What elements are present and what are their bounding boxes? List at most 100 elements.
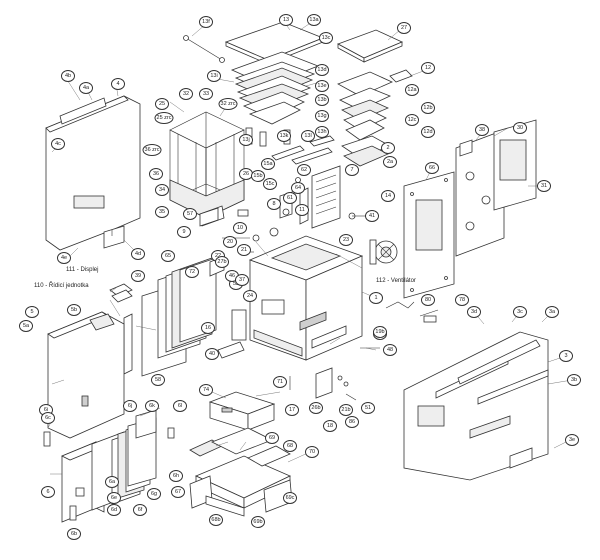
part-label-text: 13h [315, 126, 329, 138]
part-label-text: 23 [339, 234, 353, 246]
part-label-text: 68 [283, 440, 297, 452]
part-label-98: 6e [107, 492, 121, 504]
part-label-text: 64 [291, 182, 305, 194]
part-label-24: 38 [475, 124, 489, 136]
part-label-text: 68b [209, 514, 223, 526]
part-label-text: 6h [169, 470, 183, 482]
part-label-83: 19b [373, 326, 387, 338]
left-panel-4 [45, 95, 141, 251]
part-label-101: 6h [169, 470, 183, 482]
part-label-51: 11 [295, 204, 309, 216]
part-label-text: 7 [345, 164, 359, 176]
part-label-102: 6 [41, 486, 55, 498]
part-label-text: 6j [123, 400, 137, 412]
part-label-19: 2 [381, 142, 395, 154]
part-label-73: 78 [455, 294, 469, 306]
part-label-text: 58 [151, 374, 165, 386]
part-label-95: 6k [145, 400, 159, 412]
part-label-text: 66 [425, 162, 439, 174]
part-label-9: 12d [421, 126, 435, 138]
fan-112 [369, 239, 398, 265]
part-label-84: 48 [383, 344, 397, 356]
part-label-82: 5a [19, 320, 33, 332]
part-label-text: 51 [361, 402, 375, 414]
part-label-28: 4a [79, 82, 93, 94]
part-label-105: 6c [41, 412, 55, 424]
part-label-text: 37 [235, 274, 249, 286]
part-label-text: 6k [145, 400, 159, 412]
part-label-text: 19b [373, 326, 387, 338]
part-label-text: 6a [105, 476, 119, 488]
part-label-99: 6f [133, 504, 147, 516]
part-label-14: 13h [315, 126, 329, 138]
part-label-85: 71 [273, 376, 287, 388]
part-label-104: 6d [107, 504, 121, 516]
part-label-69: 16 [201, 322, 215, 334]
part-label-45: 15c [263, 178, 277, 190]
part-label-text: 41 [365, 210, 379, 222]
main-body [248, 235, 364, 361]
part-label-94: 6j [123, 400, 137, 412]
part-label-0: 13f [199, 16, 213, 28]
part-label-text: 8 [267, 198, 281, 210]
part-label-81: 5b [67, 304, 81, 316]
part-label-53: 9 [177, 226, 191, 238]
part-label-41: 34 [155, 184, 169, 196]
part-label-3: 13c [319, 32, 333, 44]
part-label-96: 6l [173, 400, 187, 412]
part-label-42: 35 [155, 206, 169, 218]
side-panel-66 [403, 171, 455, 299]
part-label-74: 3d [467, 306, 481, 318]
part-label-text: 32 zrc [218, 98, 238, 110]
part-label-text: 13g [315, 110, 329, 122]
part-label-49: 8 [267, 198, 281, 210]
part-label-59: 23 [339, 234, 353, 246]
part-label-text: 5a [19, 320, 33, 332]
part-label-text: 80 [421, 294, 435, 306]
part-label-70: 40 [205, 348, 219, 360]
part-label-text: 6d [107, 504, 121, 516]
part-label-text: 13d [315, 64, 329, 76]
part-label-63: 27b [215, 256, 229, 268]
part-label-text: 6l [173, 400, 187, 412]
part-label-text: 12a [405, 84, 419, 96]
part-label-text: 61 [283, 192, 297, 204]
part-label-44: 15a [261, 158, 275, 170]
part-label-text: 21b [339, 404, 353, 416]
part-label-40: 36 [149, 168, 163, 180]
part-label-32: 4d [131, 248, 145, 260]
part-label-11: 13e [315, 80, 329, 92]
part-label-text: 3a [545, 306, 559, 318]
part-label-77: 3 [559, 350, 573, 362]
part-label-text: 78 [455, 294, 469, 306]
part-label-92: 51 [361, 402, 375, 414]
part-label-text: 12c [405, 114, 419, 126]
ash-drawer-74 [208, 391, 276, 431]
part-label-text: 5b [67, 304, 81, 316]
part-label-text: 72 [185, 266, 199, 278]
fan-note: 112 - Ventilátor [376, 278, 416, 284]
part-label-54: 10 [233, 222, 247, 234]
part-label-15: 13i [207, 70, 221, 82]
part-label-64: 24 [243, 290, 257, 302]
part-label-text: 39 [131, 270, 145, 282]
part-label-text: 31 [537, 180, 551, 192]
part-label-text: 6e [107, 492, 121, 504]
part-label-text: 3d [467, 306, 481, 318]
part-label-90: 21b [339, 404, 353, 416]
part-label-76: 3a [545, 306, 559, 318]
part-label-text: 3c [513, 306, 527, 318]
part-label-text: 13 [279, 14, 293, 26]
part-label-20: 2a [383, 156, 397, 168]
part-label-text: 38 [475, 124, 489, 136]
part-label-text: 36 [149, 168, 163, 180]
part-label-text: 13b [315, 94, 329, 106]
display-note: 111 - Displej [66, 267, 99, 273]
part-label-text: 3 [559, 350, 573, 362]
part-label-text: 12 [421, 62, 435, 74]
part-label-5: 12 [421, 62, 435, 74]
part-label-65: 37 [235, 274, 249, 286]
part-label-text: 14 [381, 190, 395, 202]
part-label-text: 13a [307, 14, 321, 26]
part-label-8: 12c [405, 114, 419, 126]
